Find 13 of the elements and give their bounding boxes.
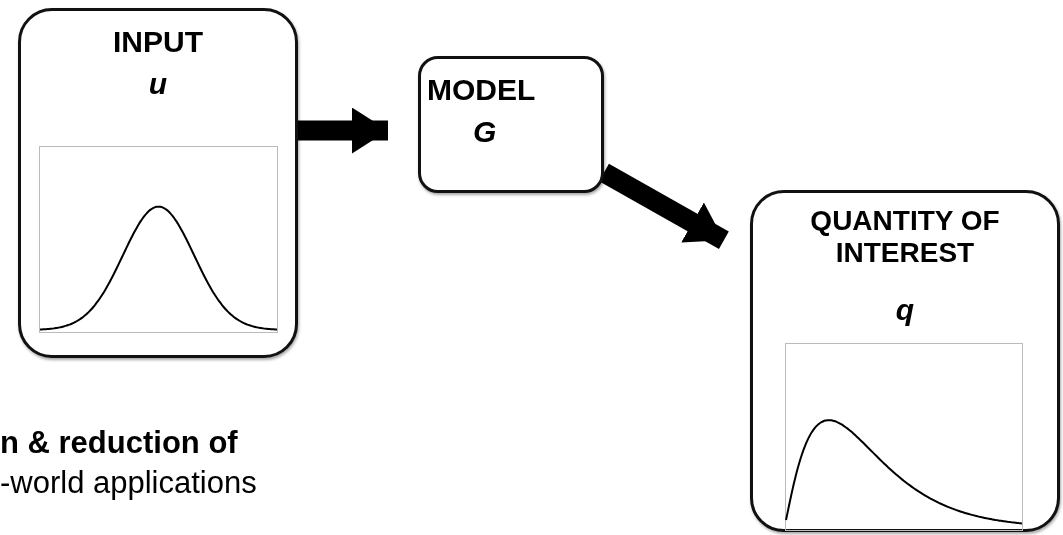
variable-symbol: q	[895, 293, 915, 328]
variable-symbol: u	[148, 67, 168, 102]
node-title: QUANTITY OF INTEREST	[809, 205, 1001, 270]
arrow	[599, 163, 729, 249]
node-title: MODEL	[427, 73, 536, 108]
variable-symbol: G	[473, 115, 497, 150]
caption-text: -world applications	[0, 465, 257, 501]
node-title: INPUT	[113, 25, 203, 60]
rounded-box	[418, 56, 604, 193]
rounded-box	[18, 8, 298, 358]
arrow	[298, 107, 388, 154]
caption-text: n & reduction of	[0, 425, 238, 461]
rounded-box	[750, 190, 1060, 532]
